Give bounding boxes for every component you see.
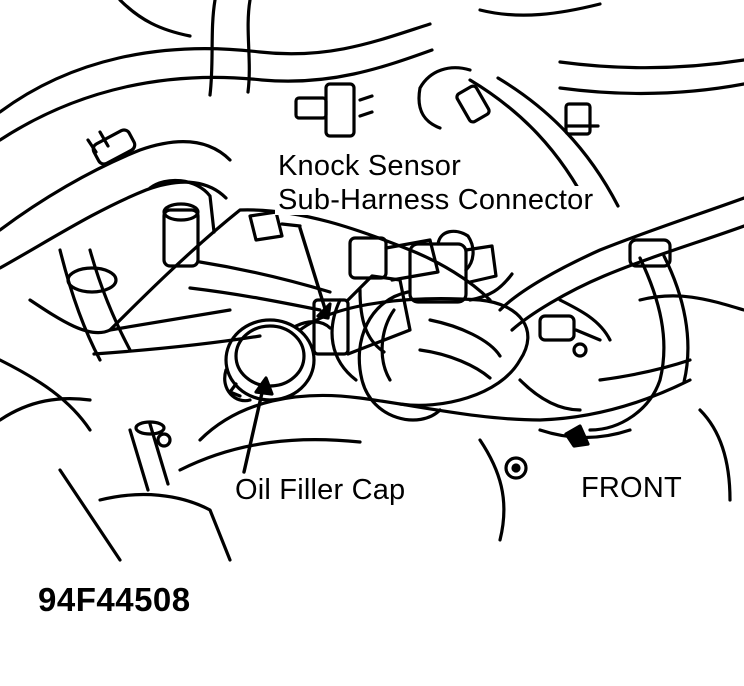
top-hose (558, 58, 744, 70)
spark-plug-wire (588, 256, 666, 432)
valve-cover-edge (108, 308, 232, 332)
top-hose (246, 0, 252, 94)
top-hose (0, 48, 434, 142)
figure-id: 94F44508 (38, 581, 191, 618)
top-hose (558, 82, 744, 96)
front-arrow (564, 424, 590, 448)
left-tube-end (66, 266, 118, 294)
left-hose (0, 140, 232, 232)
engine-block (198, 378, 692, 442)
knock-sensor-leader (298, 226, 328, 314)
knock-sensor-label-line1: Knock Sensor (275, 152, 464, 181)
wire-loop (330, 298, 358, 382)
top-hose (0, 22, 432, 114)
top-connector (324, 82, 356, 138)
right-hose-clamp (455, 84, 491, 124)
left-tube (88, 248, 132, 352)
wire-loop (380, 308, 396, 382)
intake-body (298, 297, 530, 407)
left-tube (58, 248, 102, 362)
right-hose-lower (510, 224, 744, 332)
breather-fitting (162, 208, 200, 268)
left-hose (0, 180, 228, 270)
hose-clamp (91, 128, 137, 166)
top-hose (118, 0, 192, 38)
spark-plug-wire (662, 254, 690, 384)
knock-sensor-arrowhead (316, 302, 332, 320)
top-connector-cap (294, 96, 328, 120)
fitting (628, 238, 672, 268)
bracket (564, 102, 592, 136)
engine-line-drawing (0, 0, 744, 562)
mounting-stud (504, 456, 528, 480)
right-hose-lower (498, 196, 744, 312)
top-hose (478, 2, 602, 17)
top-hose (208, 0, 217, 97)
oil-cap-arrowhead (254, 376, 274, 396)
sensor-bolt (248, 210, 284, 242)
knock-sensor-label-line2: Sub-Harness Connector (275, 186, 597, 215)
oil-cap-leader (242, 382, 266, 474)
front-label: FRONT (578, 474, 685, 503)
wire-loop (357, 290, 442, 422)
oil-filler-cap-label: Oil Filler Cap (232, 476, 409, 505)
oil-filler-cap (234, 324, 306, 388)
sub-harness-connector (312, 298, 350, 356)
valve-cover (108, 208, 492, 332)
